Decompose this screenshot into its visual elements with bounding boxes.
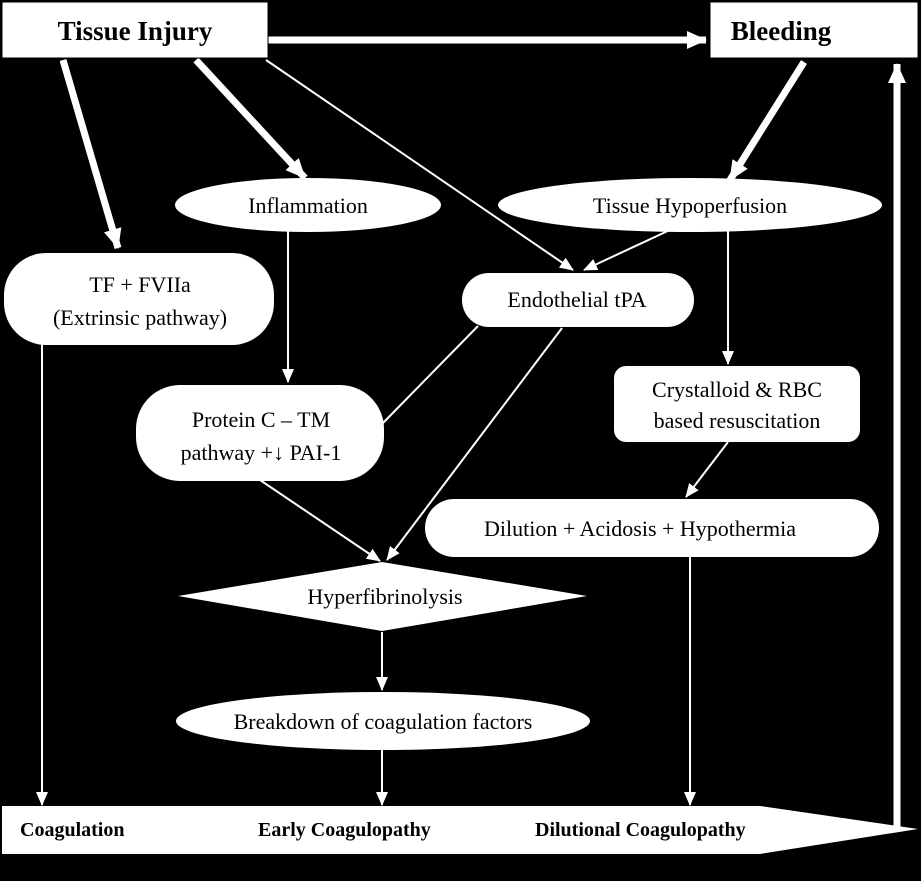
bottom-coagulopathy-bar: Coagulation Early Coagulopathy Dilutiona… bbox=[2, 806, 918, 854]
node-hyperfibrinolysis: Hyperfibrinolysis bbox=[178, 562, 587, 631]
dilution-label: Dilution + Acidosis + Hypothermia bbox=[484, 516, 796, 541]
bar-label-dilutional-coagulopathy: Dilutional Coagulopathy bbox=[535, 819, 746, 841]
node-crystalloid: Crystalloid & RBC based resuscitation bbox=[614, 366, 860, 442]
node-tissue-hypoperfusion: Tissue Hypoperfusion bbox=[498, 178, 882, 232]
hyperfibrinolysis-label: Hyperfibrinolysis bbox=[307, 584, 462, 609]
node-bleeding: Bleeding bbox=[709, 1, 919, 59]
arrows bbox=[36, 31, 906, 828]
line-proteinc-to-tpa bbox=[382, 325, 479, 424]
protein-c-label-line2: pathway +↓ PAI-1 bbox=[181, 440, 342, 465]
arrow-tpa-to-hyperfibrinolysis bbox=[386, 327, 563, 561]
crystalloid-label-line2: based resuscitation bbox=[654, 408, 821, 433]
bleeding-label: Bleeding bbox=[731, 16, 832, 46]
endothelial-tpa-label: Endothelial tPA bbox=[507, 287, 646, 312]
arrow-crystalloid-to-dilution bbox=[685, 441, 729, 498]
inflammation-label: Inflammation bbox=[248, 193, 368, 218]
node-protein-c: Protein C – TM pathway +↓ PAI-1 bbox=[136, 385, 384, 481]
node-endothelial-tpa: Endothelial tPA bbox=[462, 273, 694, 327]
bar-label-coagulation: Coagulation bbox=[20, 819, 124, 841]
arrow-bleeding-to-hypoperfusion bbox=[727, 60, 807, 182]
arrow-injury-to-inflammation bbox=[193, 57, 308, 181]
arrow-injury-to-tpa bbox=[265, 59, 574, 271]
node-tf-fviia: TF + FVIIa (Extrinsic pathway) bbox=[4, 253, 274, 345]
arrow-injury-to-tf bbox=[59, 59, 122, 249]
node-dilution: Dilution + Acidosis + Hypothermia bbox=[425, 499, 879, 557]
arrow-hypoperfusion-to-tpa bbox=[583, 228, 673, 271]
tissue-hypoperfusion-label: Tissue Hypoperfusion bbox=[593, 193, 787, 218]
protein-c-label-line1: Protein C – TM bbox=[192, 407, 330, 432]
breakdown-label: Breakdown of coagulation factors bbox=[234, 709, 533, 734]
tf-fviia-label-line2: (Extrinsic pathway) bbox=[53, 305, 227, 330]
node-tissue-injury: Tissue Injury bbox=[1, 1, 269, 59]
tissue-injury-label: Tissue Injury bbox=[58, 16, 213, 46]
node-breakdown: Breakdown of coagulation factors bbox=[176, 692, 590, 750]
tf-fviia-label-line1: TF + FVIIa bbox=[89, 272, 191, 297]
arrow-proteinc-to-hyperfibrinolysis bbox=[259, 479, 381, 562]
node-inflammation: Inflammation bbox=[175, 178, 441, 232]
crystalloid-label-line1: Crystalloid & RBC bbox=[652, 377, 822, 402]
bar-label-early-coagulopathy: Early Coagulopathy bbox=[258, 819, 431, 841]
